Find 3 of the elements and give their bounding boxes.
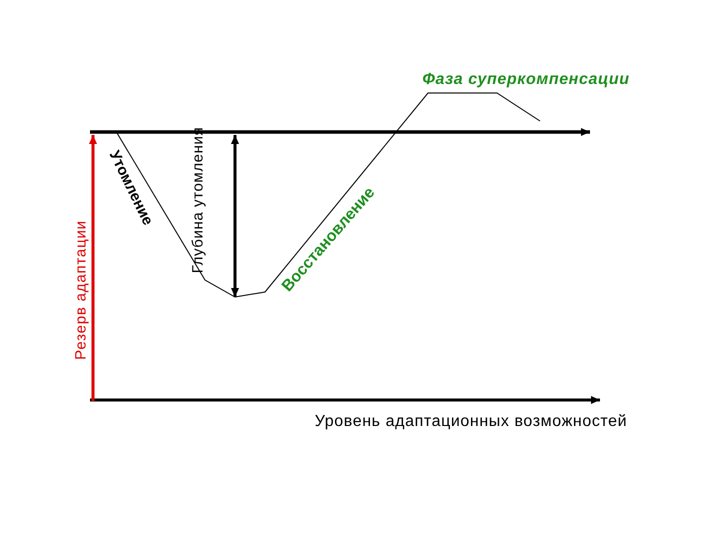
dimension-label: Резерв адаптации: [74, 220, 88, 360]
phase-label: Фаза суперкомпенсации: [422, 72, 630, 88]
axis-label: Уровень адаптационных возможностей: [314, 414, 628, 430]
